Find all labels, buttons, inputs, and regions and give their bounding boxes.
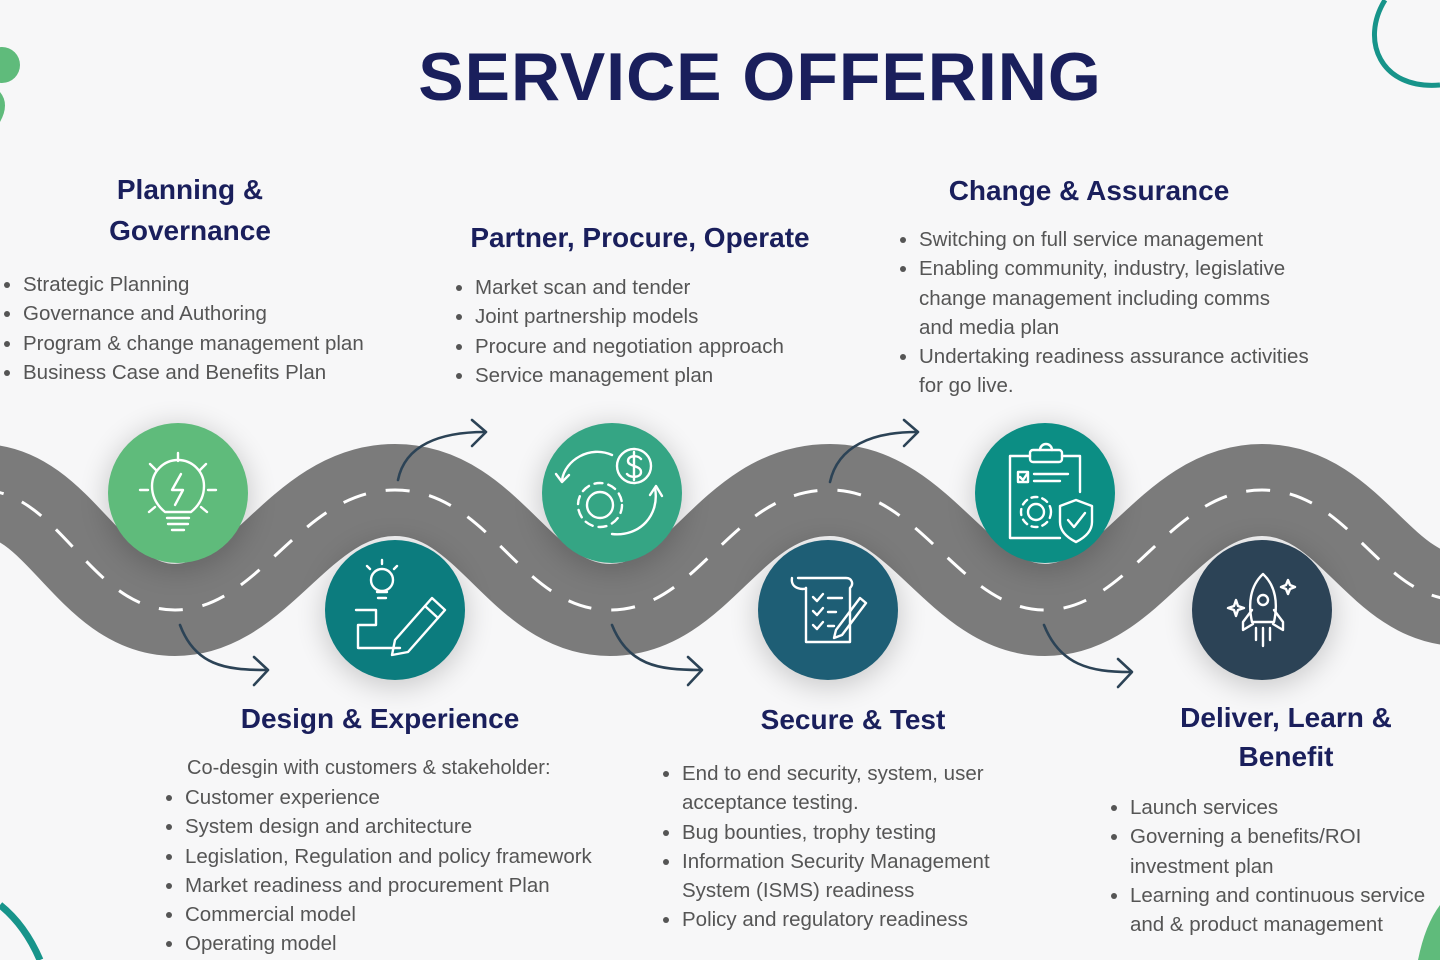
list-item: Undertaking readiness assurance activiti…	[919, 342, 1309, 401]
list-item: Policy and regulatory readiness	[682, 905, 1032, 934]
list-item: Strategic Planning	[23, 270, 443, 299]
stage-4-circle	[756, 540, 900, 687]
list-item: Information Security Management System (…	[682, 847, 1032, 906]
stage-list-deliver-learn-benefit: Launch services Governing a benefits/ROI…	[1110, 793, 1440, 939]
stage-intro-design-experience: Co-desgin with customers & stakeholder:	[187, 757, 551, 779]
stage-6-circle	[1190, 540, 1334, 687]
decorative-leaf	[0, 92, 5, 122]
list-item: Program & change management plan	[23, 329, 443, 358]
rocket-icon	[1226, 572, 1297, 648]
stage-list-partner-procure-operate: Market scan and tender Joint partnership…	[455, 273, 855, 390]
list-item: Market scan and tender	[475, 273, 855, 302]
list-item: Launch services	[1130, 793, 1440, 822]
list-item: Operating model	[185, 929, 655, 958]
stage-title-planning-governance: Planning & Governance	[109, 174, 271, 246]
design-pencil-icon	[354, 558, 447, 657]
stage-list-secure-test: End to end security, system, user accept…	[662, 759, 1032, 935]
arrow-to-partner	[396, 418, 488, 482]
list-item: Governance and Authoring	[23, 299, 443, 328]
decorative-corner-leaf	[1418, 905, 1440, 960]
decorative-dot	[0, 47, 20, 83]
list-item: Governing a benefits/ROI investment plan	[1130, 822, 1440, 881]
list-item: Procure and negotiation approach	[475, 332, 855, 361]
stage-2-circle	[323, 540, 467, 687]
stage-list-change-assurance: Switching on full service management Ena…	[899, 225, 1309, 401]
list-item: Bug bounties, trophy testing	[682, 818, 1032, 847]
page-title: SERVICE OFFERING	[418, 39, 1102, 115]
stage-3-circle	[540, 423, 684, 570]
list-item: Business Case and Benefits Plan	[23, 358, 443, 387]
lightbulb-icon	[138, 451, 218, 532]
list-item: Legislation, Regulation and policy frame…	[185, 842, 655, 871]
decorative-swoosh	[1372, 0, 1440, 88]
list-item: Market readiness and procurement Plan	[185, 871, 655, 900]
stage-list-planning-governance: Strategic Planning Governance and Author…	[3, 270, 443, 387]
arrow-to-design	[178, 623, 270, 687]
list-item: Customer experience	[185, 783, 655, 812]
arrow-to-deliver	[1042, 623, 1134, 689]
list-item: System design and architecture	[185, 812, 655, 841]
road-center-line	[0, 488, 1440, 612]
list-item: Enabling community, industry, legislativ…	[919, 254, 1309, 342]
stage-list-design-experience: Customer experience System design and ar…	[165, 783, 655, 959]
decorative-corner-swoosh	[0, 902, 44, 960]
list-item: Learning and continuous service and & pr…	[1130, 881, 1440, 940]
list-item: Joint partnership models	[475, 302, 855, 331]
stage-title-deliver-learn-benefit: Deliver, Learn & Benefit	[1180, 702, 1392, 772]
stage-title-partner-procure-operate: Partner, Procure, Operate	[470, 222, 810, 253]
list-item: Switching on full service management	[919, 225, 1309, 254]
stage-5-circle	[973, 423, 1117, 570]
gear-dollar-cycle-icon	[554, 447, 664, 536]
list-item: Service management plan	[475, 361, 855, 390]
arrow-to-secure	[610, 623, 704, 687]
list-item: End to end security, system, user accept…	[682, 759, 1032, 818]
checklist-pen-icon	[790, 576, 868, 644]
arrow-to-change	[828, 418, 920, 484]
stage-title-design-experience: Design & Experience	[240, 703, 520, 734]
stage-1-circle	[106, 423, 250, 570]
list-item: Commercial model	[185, 900, 655, 929]
winding-road	[0, 444, 1440, 656]
stage-title-secure-test: Secure & Test	[760, 704, 946, 735]
clipboard-shield-icon	[1008, 442, 1094, 544]
stage-title-change-assurance: Change & Assurance	[948, 175, 1230, 206]
